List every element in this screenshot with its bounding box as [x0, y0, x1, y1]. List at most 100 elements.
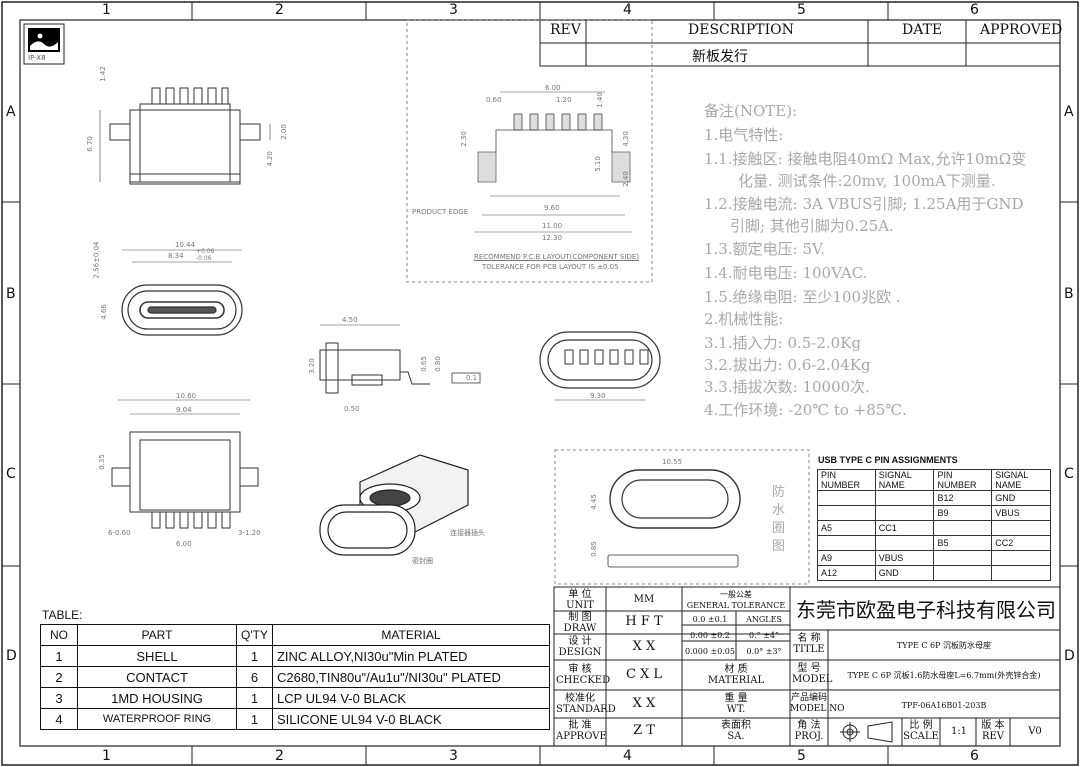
- grid-col-2-bottom: 2: [275, 748, 284, 764]
- revision-description: 新板发行: [692, 49, 748, 65]
- dim-label: 0.80: [433, 356, 442, 372]
- grid-row-d-right: D: [1064, 648, 1075, 664]
- bom-header: Q'TY: [236, 624, 273, 646]
- bom-header: NO: [40, 624, 78, 646]
- tolerance-value: 0.0 ±0.1: [692, 615, 728, 624]
- note-line: 1.1.接触区: 接触电阻40mΩ Max,允许10mΩ变: [704, 150, 1027, 168]
- checked-value: C X L: [625, 667, 663, 682]
- dim-label: 1.20: [556, 96, 572, 104]
- front-view-2-drawing: [539, 331, 661, 401]
- pin-cell: [933, 520, 993, 536]
- pin-cell: [874, 535, 935, 551]
- bom-qty: 6: [236, 666, 273, 688]
- table-row: 1 SHELL 1 ZINC ALLOY,NI30u"Min PLATED: [40, 645, 551, 667]
- pin-cell: GND: [991, 490, 1051, 506]
- dim-label: 0.1: [466, 374, 478, 382]
- surface-label: 表面积 SA.: [721, 720, 751, 742]
- standard-label: 校准化 STANDARD: [556, 693, 616, 715]
- grid-col-2: 2: [275, 2, 284, 18]
- note-line: 1.5.绝缘电阻: 至少100兆欧 .: [704, 288, 901, 306]
- date-header: DATE: [902, 22, 943, 38]
- pin-cell: CC1: [874, 520, 935, 536]
- dim-label: 2.00: [279, 124, 288, 140]
- bom-part: CONTACT: [77, 666, 237, 688]
- approve-value: Z T: [633, 723, 655, 738]
- dim-label: 2.56±0.04: [92, 241, 101, 279]
- bom-qty: 1: [236, 687, 273, 709]
- bom-qty: 1: [236, 645, 273, 667]
- approved-header: APPROVED: [980, 22, 1063, 38]
- grid-col-3-bottom: 3: [449, 748, 458, 764]
- dim-label: 1.40: [595, 92, 604, 108]
- pin-table-title: USB TYPE C PIN ASSIGNMENTS: [818, 455, 958, 465]
- iso-label: 密封圈: [412, 557, 433, 565]
- pin-header: PIN NUMBER: [817, 469, 876, 491]
- top-view-drawing: [99, 87, 271, 185]
- pcb-label: RECOMMEND P.C.B LAYOUT(COMPONENT SIDE): [474, 253, 639, 261]
- side-view-drawing: [319, 324, 481, 394]
- pin-cell: [817, 505, 876, 521]
- note-line: 2.机械性能:: [704, 310, 784, 328]
- scale-label: 比 例 SCALE: [903, 720, 939, 742]
- dim-label: 6-0.60: [108, 529, 131, 537]
- dim-label: 2.30: [459, 131, 468, 147]
- standard-value: X X: [632, 696, 656, 711]
- rev-value: V0: [1028, 726, 1042, 737]
- pin-cell: B9: [933, 505, 993, 521]
- bom-no: 2: [40, 666, 78, 688]
- grid-col-1: 1: [102, 2, 111, 18]
- tolerance-title: 一般公差 GENERAL TOLERANCE: [686, 590, 786, 610]
- bom-part: 1MD HOUSING: [77, 687, 237, 709]
- grid-row-b: B: [6, 286, 16, 302]
- bom-header: MATERIAL: [271, 624, 551, 646]
- bom-no: 3: [40, 687, 78, 709]
- logo-icon: [23, 23, 65, 65]
- pin-header: SIGNAL NAME: [991, 469, 1051, 491]
- grid-col-5: 5: [797, 2, 806, 18]
- bom-part: WATERPROOF RING: [77, 708, 237, 730]
- front-view-drawing: [121, 249, 243, 336]
- tolerance-value: 0.0° ±3°: [746, 647, 782, 656]
- description-header: DESCRIPTION: [688, 22, 794, 38]
- dim-label: 4.50: [342, 316, 358, 324]
- dim-label: 6.00: [545, 84, 561, 92]
- pin-cell: VBUS: [874, 550, 935, 566]
- grid-col-4-bottom: 4: [623, 748, 632, 764]
- tolerance-value: 0.000 ±0.05: [685, 647, 735, 656]
- model-no-label: 产品编码 MODEL NO: [790, 693, 845, 714]
- note-line: 3.2.拔出力: 0.6-2.04Kg: [704, 356, 871, 374]
- note-line: 1.4.耐电电压: 100VAC.: [704, 264, 868, 282]
- pin-cell: GND: [874, 565, 935, 581]
- dim-label: 10.44: [175, 241, 196, 249]
- proj-label: 角 法 PROJ.: [794, 720, 824, 742]
- revision-block-grid: [539, 19, 1061, 67]
- bom-material: ZINC ALLOY,NI30u"Min PLATED: [271, 645, 551, 667]
- scale-value: 1:1: [950, 726, 968, 737]
- dim-label: 4.45: [589, 494, 598, 510]
- bom-table: NO PART Q'TY MATERIAL 1 SHELL 1 ZINC ALL…: [40, 624, 551, 730]
- tolerance-value: 0.00 ±0.2: [690, 631, 730, 640]
- rev-label: 版 本 REV: [981, 720, 1005, 742]
- pin-cell: A9: [817, 550, 876, 566]
- dim-label: 4.30: [621, 131, 630, 147]
- model-value: TYPE C 6P 沉板1.6防水母座L=6.7mm(外壳锌合金): [847, 671, 1041, 680]
- dim-label: 5.10: [593, 156, 602, 172]
- pin-cell: A12: [817, 565, 876, 581]
- pin-table: PIN NUMBER SIGNAL NAME PIN NUMBER SIGNAL…: [817, 469, 1051, 581]
- table-row: 4 WATERPROOF RING 1 SILICONE UL94 V-0 BL…: [40, 708, 551, 730]
- grid-row-a-right: A: [1064, 104, 1074, 120]
- note-line: 引脚; 其他引脚为0.25A.: [730, 217, 894, 235]
- tolerance-value: 0.° ±4°: [749, 631, 779, 640]
- tolerance-value: ANGLES: [746, 615, 782, 624]
- grid-col-6: 6: [970, 2, 979, 18]
- dim-label: 0.35: [97, 454, 106, 470]
- title-block-grid: [553, 586, 1061, 747]
- grid-col-4: 4: [623, 2, 632, 18]
- grid-row-c: C: [6, 466, 16, 482]
- design-value: X X: [632, 639, 656, 654]
- grid-col-6-bottom: 6: [970, 748, 979, 764]
- dim-label: 3.20: [307, 358, 316, 374]
